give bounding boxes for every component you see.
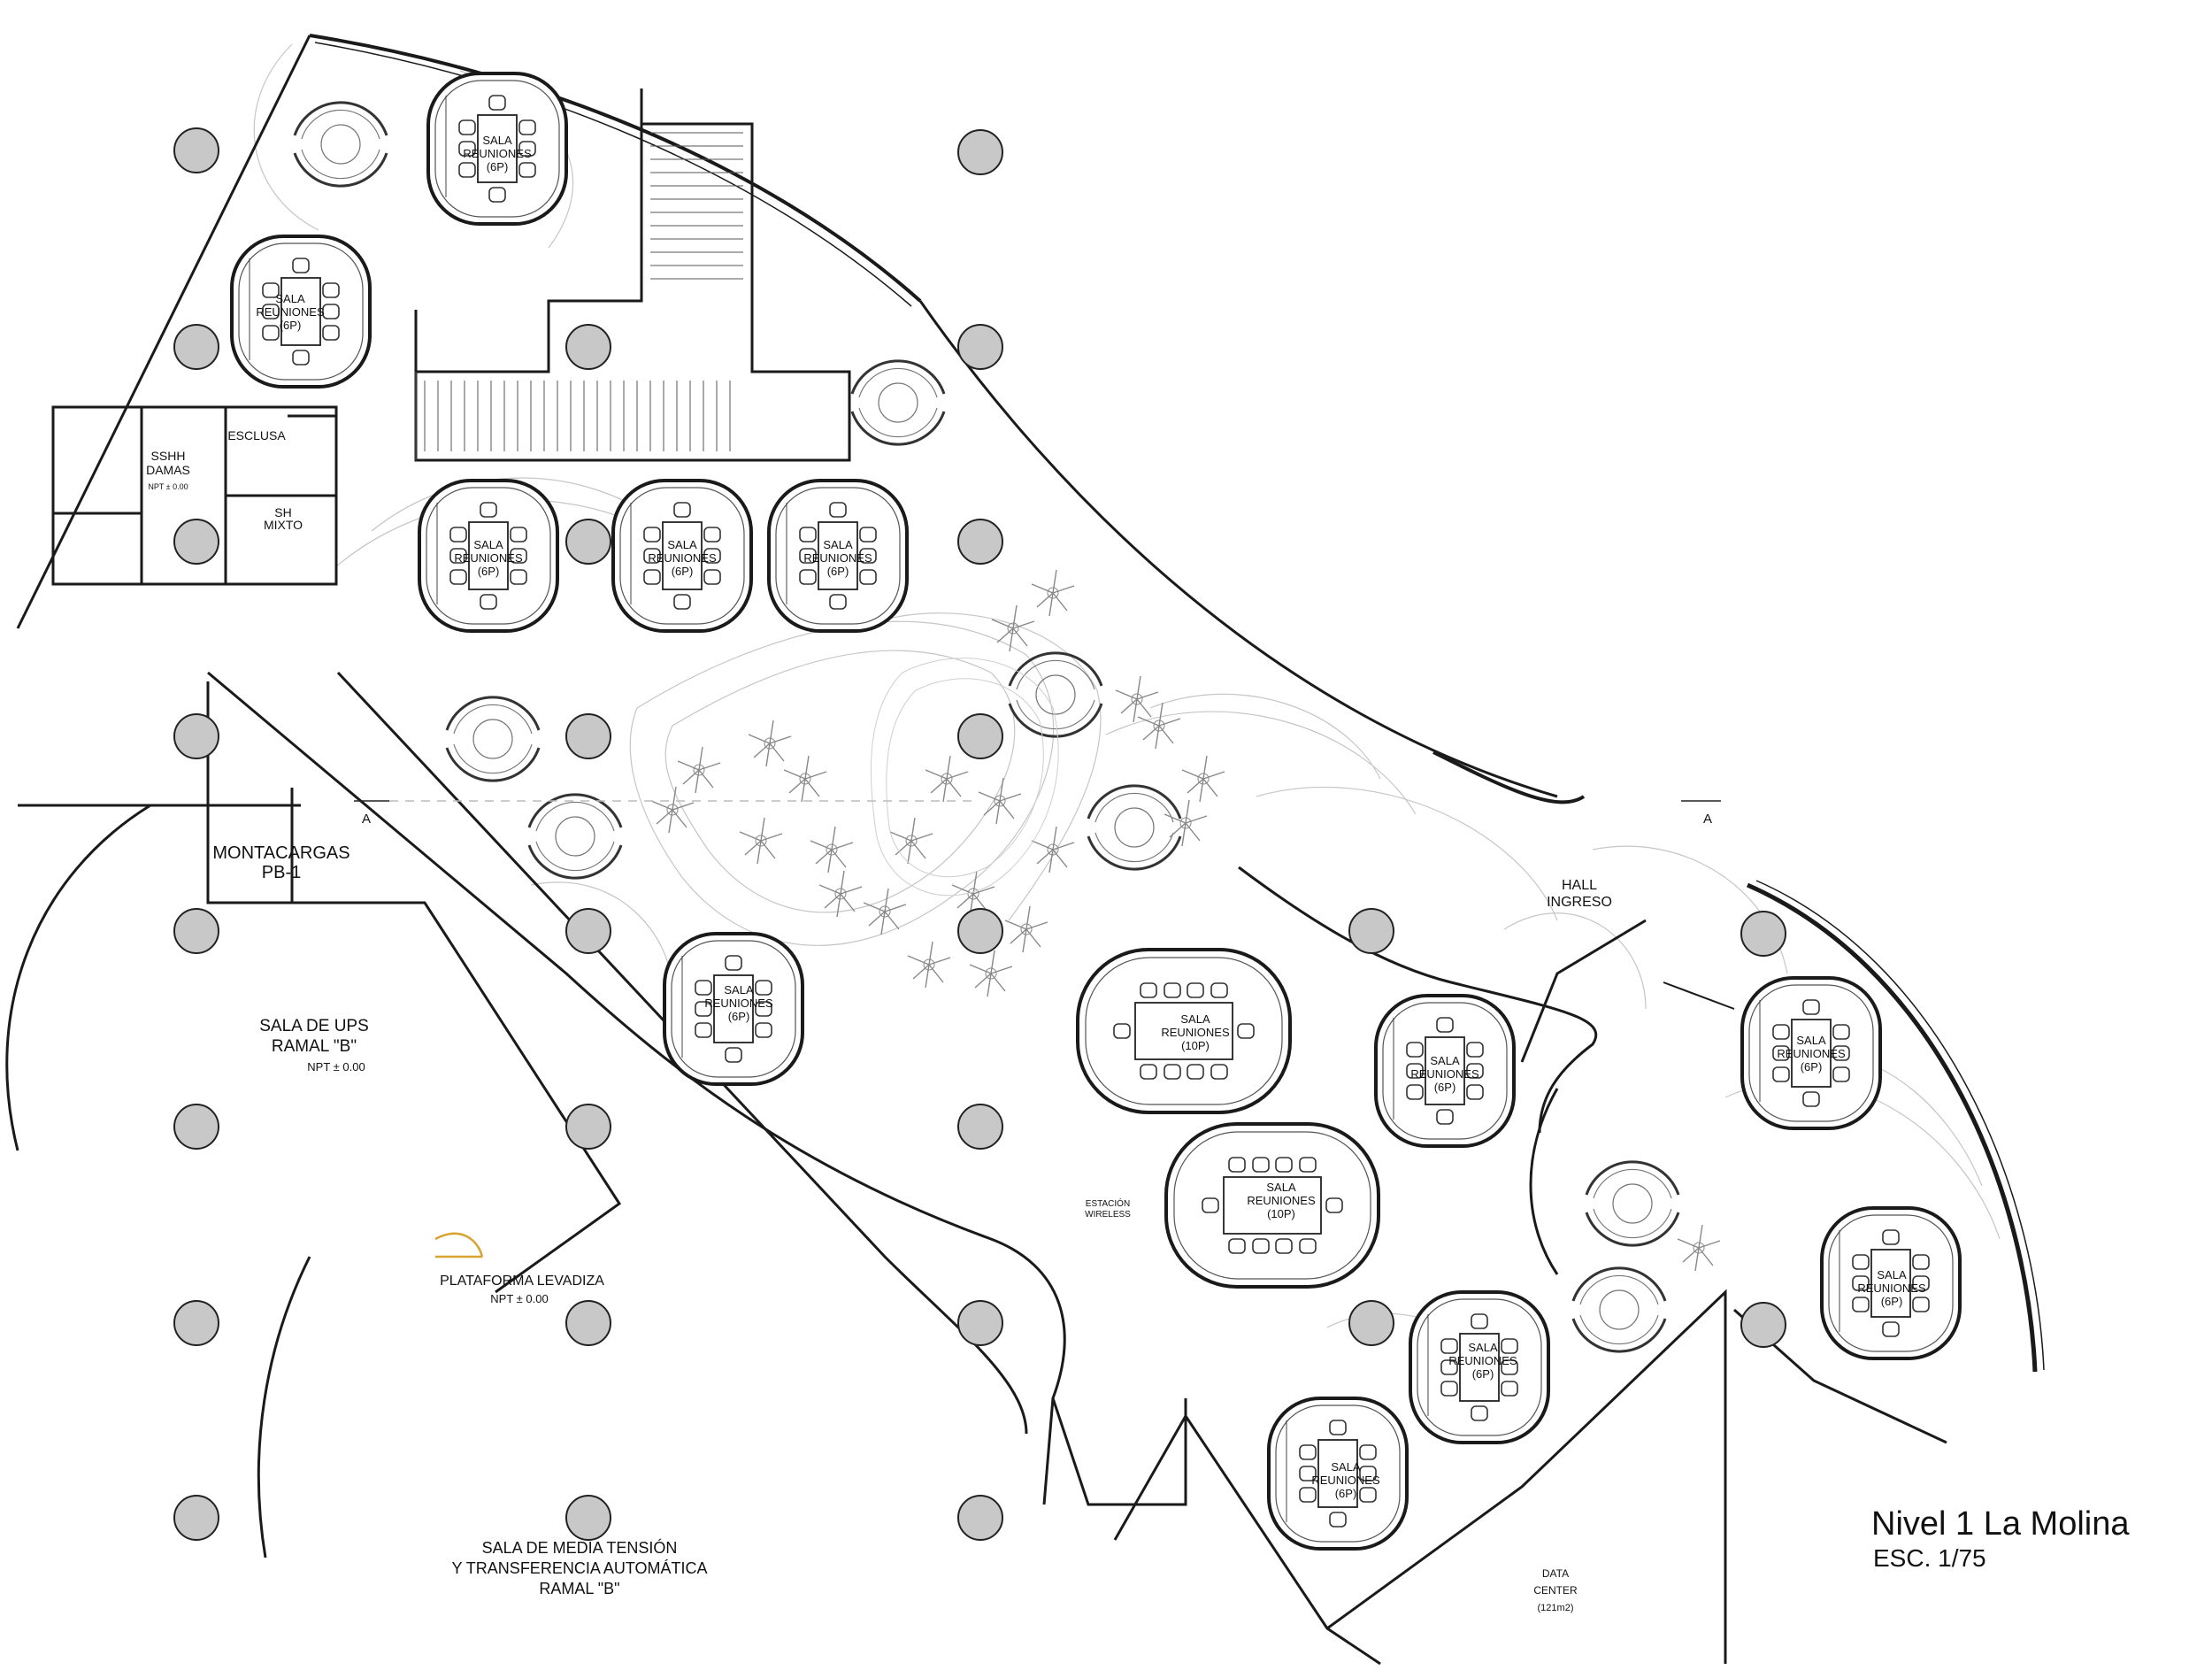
meeting-room-labels: SALA REUNIONES (6P) SALA REUNIONES (6P) … <box>256 134 1926 1500</box>
lift-platform-door <box>434 1232 484 1258</box>
svg-text:SALA: SALA <box>1331 1460 1361 1474</box>
lift-platform-npt: NPT ± 0.00 <box>490 1292 548 1305</box>
svg-text:SALA: SALA <box>667 538 697 551</box>
hall-ingreso-label-2: INGRESO <box>1547 895 1612 910</box>
sh-mixto-label-2: MIXTO <box>264 518 303 532</box>
medium-voltage-room-label: SALA DE MEDIA TENSIÓN <box>482 1538 678 1557</box>
svg-text:SALA: SALA <box>1877 1268 1907 1281</box>
svg-text:SALA: SALA <box>1430 1054 1460 1067</box>
section-mark-left: A <box>362 812 371 827</box>
svg-text:REUNIONES: REUNIONES <box>1777 1047 1846 1060</box>
ups-room-label-2: RAMAL "B" <box>272 1037 357 1056</box>
svg-text:REUNIONES: REUNIONES <box>648 551 717 565</box>
esclusa-label: ESCLUSA <box>227 428 286 443</box>
sh-mixto-label: SH <box>274 505 291 519</box>
svg-text:REUNIONES: REUNIONES <box>454 551 523 565</box>
montacargas-label: MONTACARGAS <box>212 843 349 863</box>
svg-text:(6P): (6P) <box>728 1010 750 1023</box>
svg-text:REUNIONES: REUNIONES <box>1161 1026 1230 1039</box>
ups-room-npt: NPT ± 0.00 <box>307 1060 365 1074</box>
svg-text:(6P): (6P) <box>487 160 509 173</box>
svg-text:(6P): (6P) <box>1472 1367 1494 1381</box>
svg-text:(6P): (6P) <box>1881 1295 1903 1308</box>
section-mark-right: A <box>1703 812 1712 827</box>
svg-text:REUNIONES: REUNIONES <box>463 147 532 160</box>
interior-walls <box>5 671 1947 1666</box>
svg-text:REUNIONES: REUNIONES <box>1448 1354 1517 1367</box>
svg-text:(6P): (6P) <box>280 319 302 332</box>
svg-text:REUNIONES: REUNIONES <box>1311 1474 1380 1487</box>
montacargas-label-2: PB-1 <box>262 863 301 882</box>
building-core <box>51 89 851 586</box>
svg-text:(6P): (6P) <box>1335 1487 1357 1500</box>
svg-text:REUNIONES: REUNIONES <box>803 551 872 565</box>
svg-text:REUNIONES: REUNIONES <box>256 305 325 319</box>
sshh-npt: NPT ± 0.00 <box>148 482 188 491</box>
svg-text:SALA: SALA <box>823 538 853 551</box>
hall-ingreso-label: HALL <box>1562 878 1597 893</box>
svg-text:REUNIONES: REUNIONES <box>1247 1194 1316 1207</box>
svg-text:SALA: SALA <box>724 983 754 997</box>
structural-columns <box>173 127 1786 1541</box>
plan-scale: ESC. 1/75 <box>1873 1544 1986 1572</box>
svg-text:(6P): (6P) <box>1434 1081 1456 1094</box>
sshh-damas-label-2: DAMAS <box>146 463 190 477</box>
plan-title-block: Nivel 1 La Molina ESC. 1/75 <box>1871 1505 2129 1574</box>
sshh-damas-label: SSHH <box>151 449 186 463</box>
svg-text:SALA: SALA <box>473 538 503 551</box>
wireless-station-label: ESTACIÓN <box>1086 1197 1130 1209</box>
svg-text:REUNIONES: REUNIONES <box>1410 1067 1479 1081</box>
landscape-contours <box>253 43 2001 1399</box>
medium-voltage-room-label-2: Y TRANSFERENCIA AUTOMÁTICA <box>451 1559 707 1577</box>
svg-text:REUNIONES: REUNIONES <box>1857 1281 1926 1295</box>
medium-voltage-room-label-3: RAMAL "B" <box>539 1580 619 1597</box>
svg-text:(6P): (6P) <box>672 565 694 578</box>
svg-text:SALA: SALA <box>1266 1181 1296 1194</box>
svg-text:(6P): (6P) <box>478 565 500 578</box>
exterior-walls <box>16 34 2045 1373</box>
data-center-label-2: CENTER <box>1533 1584 1578 1597</box>
wireless-station-label-2: WIRELESS <box>1085 1210 1131 1220</box>
svg-text:(10P): (10P) <box>1267 1207 1295 1220</box>
central-lawn <box>870 658 1059 897</box>
ups-room-label: SALA DE UPS <box>259 1017 369 1035</box>
svg-text:SALA: SALA <box>275 292 305 305</box>
svg-text:SALA: SALA <box>482 134 512 147</box>
plan-title: Nivel 1 La Molina <box>1871 1505 2130 1543</box>
svg-text:(10P): (10P) <box>1181 1039 1210 1052</box>
data-center-area: (121m2) <box>1538 1603 1574 1613</box>
lift-platform-label: PLATAFORMA LEVADIZA <box>440 1274 604 1289</box>
svg-text:SALA: SALA <box>1468 1341 1498 1354</box>
svg-text:SALA: SALA <box>1796 1034 1826 1047</box>
svg-text:(6P): (6P) <box>1801 1060 1823 1074</box>
svg-text:REUNIONES: REUNIONES <box>704 997 773 1010</box>
data-center-label: DATA <box>1542 1567 1569 1580</box>
svg-text:(6P): (6P) <box>827 565 849 578</box>
svg-text:SALA: SALA <box>1180 1012 1210 1026</box>
